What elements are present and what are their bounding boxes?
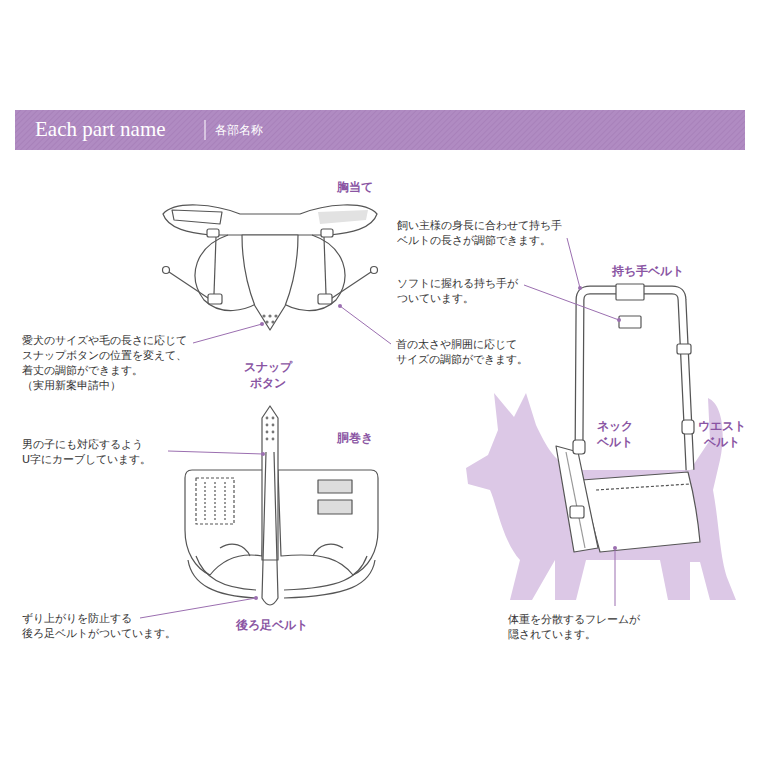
header-band — [15, 110, 745, 150]
part-name: ネック ベルト — [597, 418, 633, 450]
callout-note: 首の太さや胴囲に応じて サイズの調節ができます。 — [396, 337, 528, 367]
callout-note: 飼い主様の身長に合わせて持ち手 ベルトの長さが調節できます。 — [397, 218, 562, 248]
page-title: Each part name — [35, 116, 166, 142]
callout-note: ずり上がりを防止する 後ろ足ベルトがついています。 — [22, 611, 176, 641]
leader-dots — [254, 286, 621, 600]
callout-note: 愛犬のサイズや毛の長さに応じて スナップボタンの位置を変えて、 着丈の調節ができ… — [22, 333, 187, 393]
dog-silhouette — [466, 393, 736, 600]
leader-lines — [140, 238, 619, 618]
body-wrap — [185, 406, 378, 605]
callout-note: 体重を分散するフレームが 隠されています。 — [508, 612, 640, 642]
handle-belt-inner — [579, 290, 690, 470]
chest-piece — [163, 205, 378, 330]
callout-note: ソフトに握れる持ち手が ついています。 — [397, 276, 518, 306]
callout-note: 男の子にも対応するよう U字にカーブしています。 — [22, 437, 151, 467]
part-name: ウエスト ベルト — [698, 418, 746, 450]
part-name: 胸当て — [337, 179, 373, 195]
section-subtitle: 各部名称 — [215, 122, 263, 138]
part-name: 胴巻き — [337, 430, 373, 446]
part-name: 後ろ足ベルト — [236, 617, 308, 633]
snap-holes — [266, 417, 275, 441]
snap-holes — [262, 314, 277, 323]
part-name: スナップ ボタン — [244, 359, 292, 391]
harness — [556, 446, 700, 552]
separator — [205, 120, 206, 140]
handle-belt — [579, 290, 690, 470]
part-name: 持ち手ベルト — [612, 263, 684, 279]
